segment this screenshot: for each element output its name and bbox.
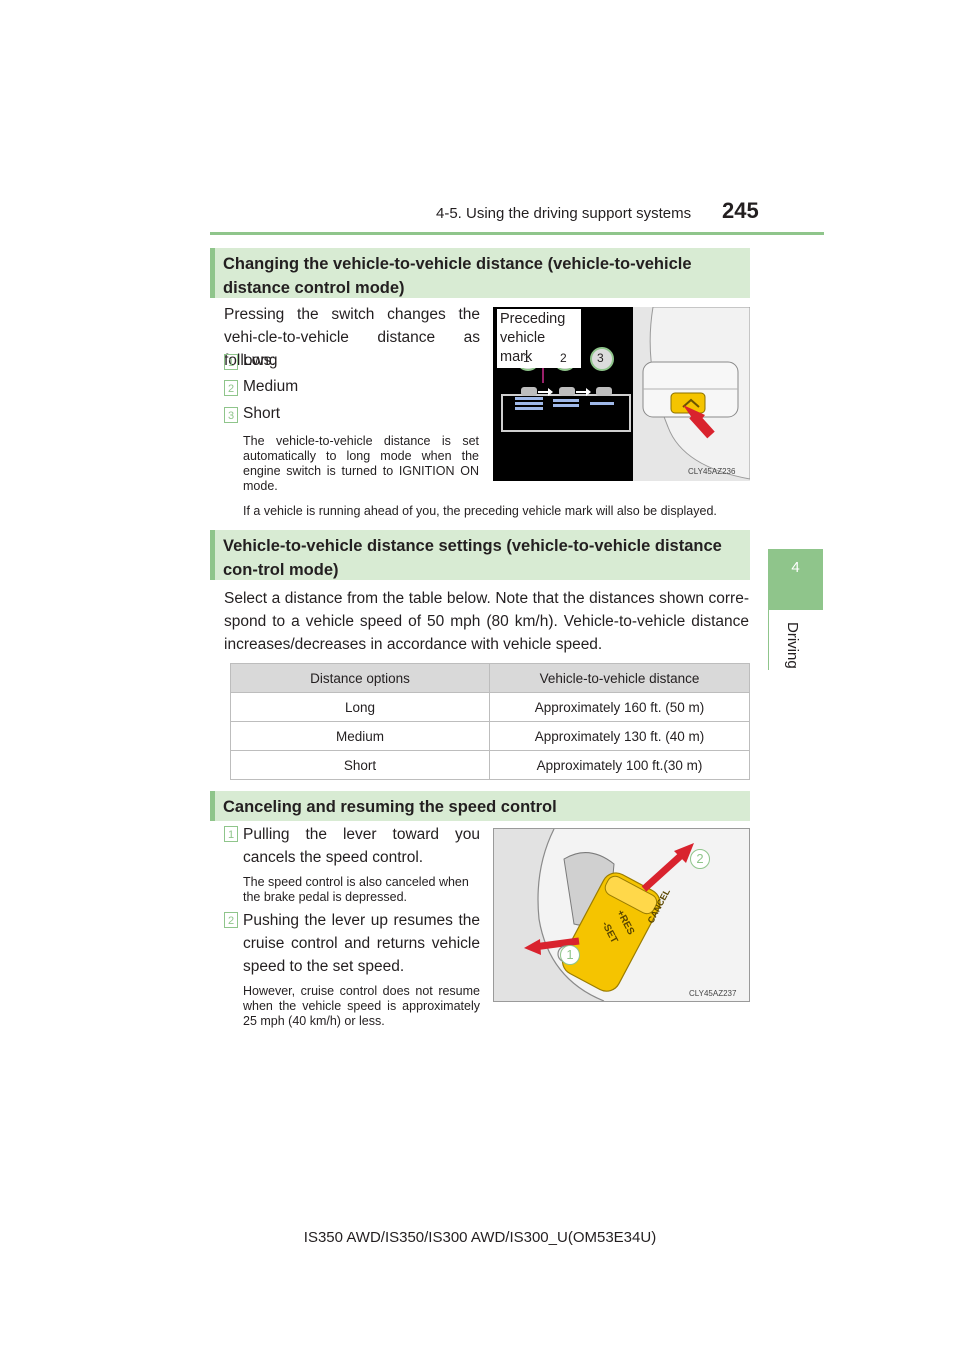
resume-note: However, cruise control does not resume …: [243, 984, 480, 1028]
section-heading-cancel-resume: Canceling and resuming the speed control: [210, 791, 750, 821]
table-cell: Approximately 130 ft. (40 m): [489, 721, 750, 751]
item-number-badge: 1: [224, 354, 238, 370]
running-header: 4-5. Using the driving support systems: [436, 205, 692, 222]
section1-note2: If a vehicle is running ahead of you, th…: [243, 504, 717, 518]
figure-distance-switch: Preceding vehicle mark 1 2 3 CLY45AZ236: [493, 306, 751, 481]
figure-code: CLY45AZ237: [689, 989, 737, 998]
section1-note: The vehicle-to-vehicle distance is set a…: [243, 434, 479, 493]
section1-intro: Pressing the switch changes the vehi-cle…: [224, 306, 480, 369]
table-cell: Short: [230, 750, 490, 780]
distance-table: Distance options Vehicle-to-vehicle dist…: [230, 663, 750, 780]
cancel-instruction: Pulling the lever toward you cancels the…: [243, 826, 480, 866]
table-row: Medium Approximately 130 ft. (40 m): [230, 721, 750, 751]
figure-number-3: 3: [597, 351, 604, 365]
chapter-tab-number: 4: [791, 559, 800, 576]
item-number-badge: 1: [224, 826, 238, 842]
table-header-cell: Distance options: [230, 663, 490, 693]
section2-intro: Select a distance from the table below. …: [224, 590, 749, 653]
header-rule: [210, 232, 824, 235]
table-header-row: Distance options Vehicle-to-vehicle dist…: [230, 663, 750, 693]
item-label-short: Short: [243, 405, 281, 422]
table-cell: Approximately 100 ft.(30 m): [489, 750, 750, 780]
page-number: 245: [722, 198, 759, 223]
table-cell: Approximately 160 ft. (50 m): [489, 692, 750, 722]
figure-number-2: 2: [690, 849, 710, 869]
chapter-tab: [768, 549, 823, 610]
figure-distance-switch-art: [493, 306, 751, 481]
section-heading-distance-settings: Vehicle-to-vehicle distance settings (ve…: [210, 530, 750, 580]
figure-number-1: 1: [523, 351, 530, 365]
section-heading-distance-mode: Changing the vehicle-to-vehicle distance…: [210, 248, 750, 298]
figure-number-2: 2: [560, 351, 567, 365]
callout-line-1: Preceding: [500, 311, 566, 327]
table-cell: Long: [230, 692, 490, 722]
chapter-tab-line: [768, 610, 769, 670]
item-label-long: Long: [243, 352, 278, 369]
item-label-medium: Medium: [243, 378, 299, 395]
preceding-vehicle-callout: Preceding vehicle mark: [497, 309, 581, 368]
figure-cruise-lever-art: [494, 828, 694, 1002]
item-number-badge: 2: [224, 380, 238, 396]
chapter-tab-label: Driving: [779, 622, 809, 682]
item-number-badge: 3: [224, 407, 238, 423]
resume-instruction: Pushing the lever up resumes the cruise …: [243, 912, 480, 975]
figure-code: CLY45AZ236: [688, 467, 736, 476]
callout-line-2: vehicle mark: [500, 330, 546, 365]
footer-model-code: IS350 AWD/IS350/IS300 AWD/IS300_U(OM53E3…: [303, 1229, 657, 1246]
figure-number-1: 1: [560, 945, 580, 965]
item-number-badge: 2: [224, 912, 238, 928]
table-row: Short Approximately 100 ft.(30 m): [230, 750, 750, 780]
table-cell: Medium: [230, 721, 490, 751]
figure-cruise-lever: CANCEL +RES -SET 2 1 CLY45AZ237: [493, 828, 750, 1002]
table-header-cell: Vehicle-to-vehicle distance: [489, 663, 750, 693]
chapter-tab-label-text: Driving: [784, 622, 801, 669]
cancel-note: The speed control is also canceled when …: [243, 875, 469, 904]
table-row: Long Approximately 160 ft. (50 m): [230, 692, 750, 722]
